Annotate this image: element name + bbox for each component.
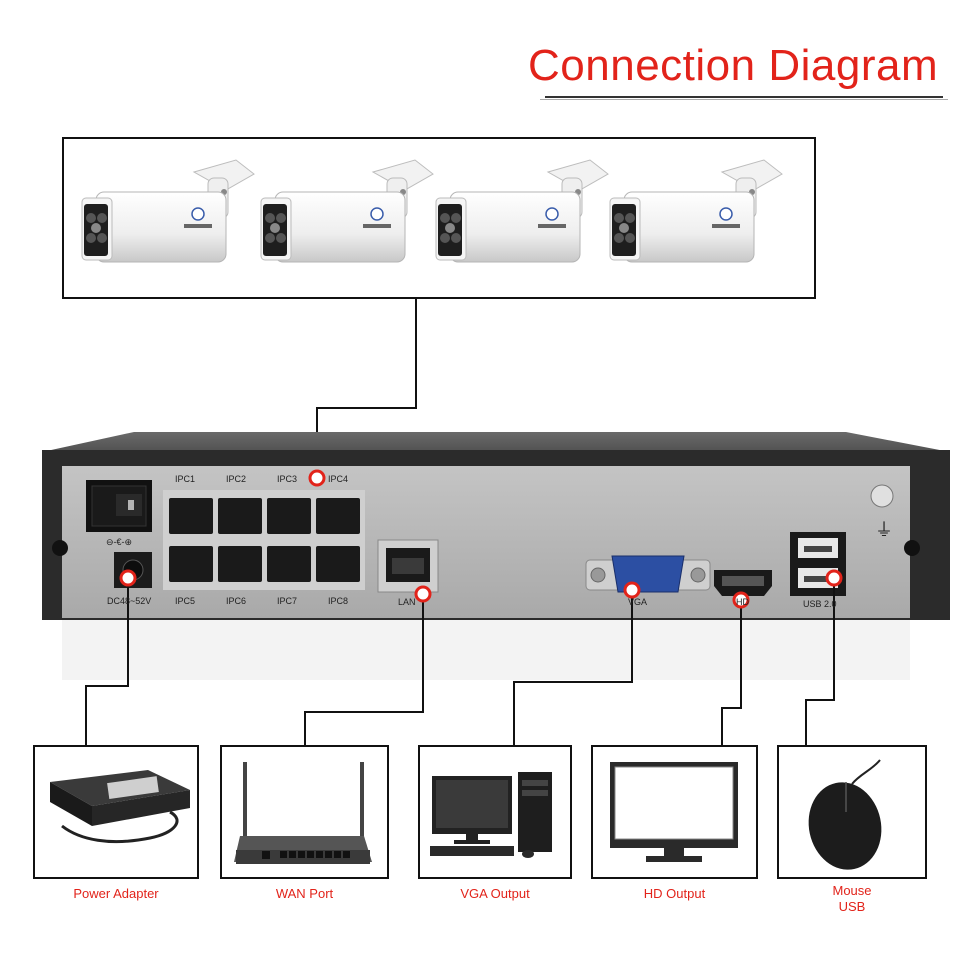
ground-screw [870, 484, 894, 508]
camera-2 [260, 159, 434, 263]
caption-mouse: Mouse [832, 883, 872, 898]
label-dc: DC48~52V [107, 596, 152, 606]
label-ipc2: IPC2 [226, 474, 247, 484]
caption-usb: USB [838, 899, 866, 914]
caption-hd-output: HD Output [643, 886, 706, 901]
svg-text:⏚: ⏚ [875, 520, 893, 541]
connection-markers [119, 469, 843, 609]
caption-wan-port: WAN Port [275, 886, 334, 901]
label-lan: LAN [398, 597, 416, 607]
camera-1 [81, 159, 255, 263]
router-image [234, 762, 372, 864]
label-ipc3: IPC3 [277, 474, 298, 484]
label-ipc8: IPC8 [328, 596, 349, 606]
caption-power-adapter: Power Adapter [73, 886, 159, 901]
camera-3 [435, 159, 609, 263]
label-vga: VGA [628, 597, 648, 607]
title-underline-shadow [540, 99, 948, 100]
power-adapter-image [50, 770, 190, 844]
svg-text:⊖-€-⊕: ⊖-€-⊕ [106, 537, 132, 547]
device-connection-lines [85, 578, 835, 745]
ipc-ports [163, 490, 365, 590]
title-underline [545, 96, 943, 98]
label-ipc1: IPC1 [175, 474, 196, 484]
label-usb: USB 2.0 [803, 599, 837, 609]
label-ipc4: IPC4 [328, 474, 349, 484]
vga-pc-image [430, 772, 552, 858]
nvr-reflection [62, 620, 910, 680]
caption-vga-output: VGA Output [460, 886, 530, 901]
label-hd: HD [736, 597, 749, 607]
label-ipc5: IPC5 [175, 596, 196, 606]
label-ipc7: IPC7 [277, 596, 298, 606]
hd-monitor-image [610, 762, 738, 862]
camera-4 [609, 159, 783, 263]
mouse-image [808, 759, 882, 870]
page-title: Connection Diagram [528, 41, 939, 90]
label-ipc6: IPC6 [226, 596, 247, 606]
